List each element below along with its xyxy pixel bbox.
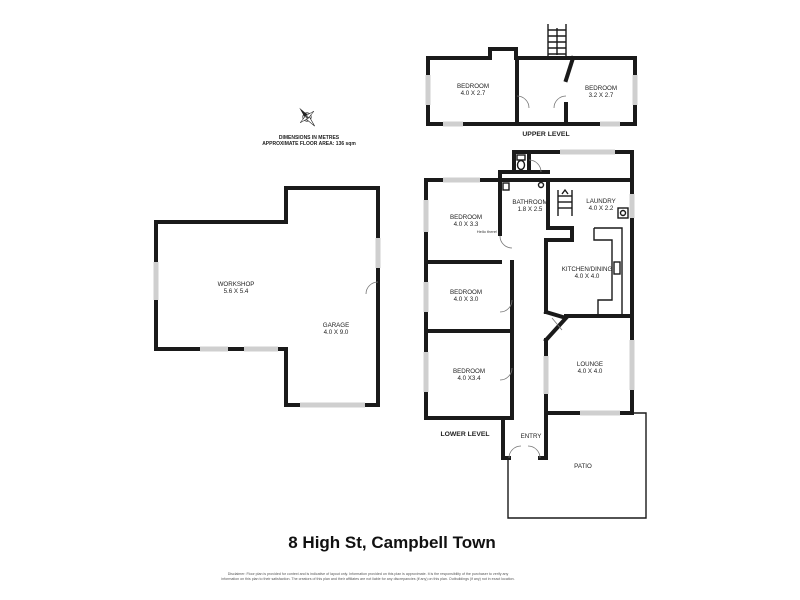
lower-level-plan: BEDROOM 4.0 X 3.3 Hello there! BEDROOM 4… [423,149,647,519]
bedroom-1-dims: 4.0 X 3.3 [454,221,479,228]
upper-bedroom-2-dims: 3.2 X 2.7 [589,92,614,99]
disclaimer-line-2: information on this plan to their satisf… [221,577,514,581]
upper-bedroom-1-dims: 4.0 X 2.7 [461,90,486,97]
stairs-upper [547,24,567,60]
bedroom-3-dims: 4.0 X3.4 [457,375,481,382]
disclaimer-line-1: Disclaimer: Floor plan is provided for c… [228,572,509,576]
page-title: 8 High St, Campbell Town [288,533,495,552]
svg-text:N: N [304,114,310,120]
garage-name: GARAGE [323,322,349,329]
upper-level-label: UPPER LEVEL [522,131,569,138]
annotation-text: Hello there! [477,229,497,234]
workshop-dims: 5.6 X 5.4 [224,288,249,295]
garage-dims: 4.0 X 9.0 [324,329,349,336]
stairs-lower [557,188,573,216]
entry-name: ENTRY [521,433,542,440]
garage-workshop-plan: WORKSHOP 5.6 X 5.4 GARAGE 4.0 X 9.0 [153,186,381,408]
lounge-dims: 4.0 X 4.0 [578,368,603,375]
upper-bedroom-1-name: BEDROOM [457,83,489,90]
bedroom-2-dims: 4.0 X 3.0 [454,296,479,303]
lower-level-label: LOWER LEVEL [440,431,489,438]
workshop-name: WORKSHOP [218,281,255,288]
kitchen-dims: 4.0 X 4.0 [575,273,600,280]
patio-name: PATIO [574,463,592,470]
bedroom-1-name: BEDROOM [450,214,482,221]
bedroom-2-name: BEDROOM [450,289,482,296]
floor-area-note: APPROXIMATE FLOOR AREA: 136 sqm [262,141,356,147]
kitchen-name: KITCHEN/DINING [562,266,613,273]
bathroom-name: BATHROOM [512,199,547,206]
compass-north-icon: N [299,107,315,127]
upper-bedroom-2-name: BEDROOM [585,85,617,92]
dimensions-note: DIMENSIONS IN METRES [279,135,340,141]
bedroom-3-name: BEDROOM [453,368,485,375]
upper-level-plan: BEDROOM 4.0 X 2.7 BEDROOM 3.2 X 2.7 UPPE… [425,24,638,138]
laundry-dims: 4.0 X 2.2 [589,205,614,212]
bathroom-dims: 1.8 X 2.5 [518,206,543,213]
laundry-name: LAUNDRY [586,198,615,205]
lounge-name: LOUNGE [577,361,603,368]
